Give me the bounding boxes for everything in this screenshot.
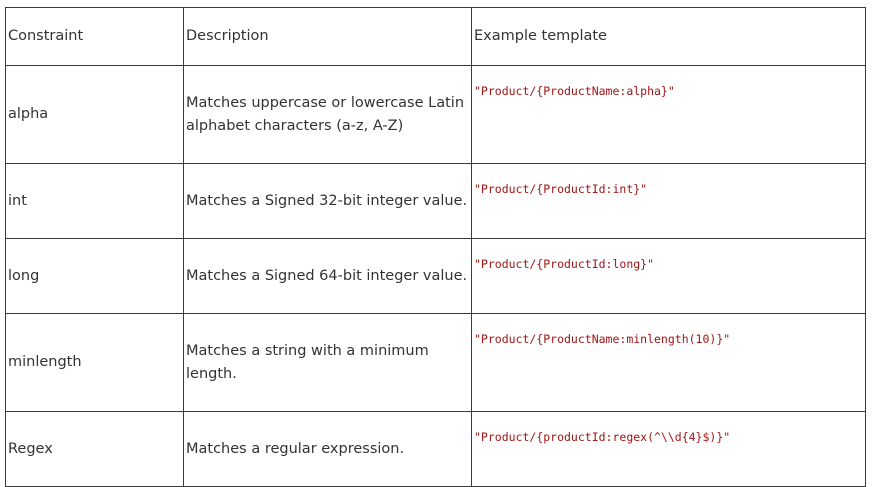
constraint-cell: long (5, 238, 184, 314)
description-cell: Matches a regular expression. (183, 411, 472, 487)
example-template-cell: "Product/{ProductName:minlength(10)}" (471, 313, 866, 412)
header-constraint: Constraint (5, 7, 184, 66)
constraint-cell: int (5, 163, 184, 239)
table-row: long Matches a Signed 64-bit integer val… (5, 238, 866, 314)
table-row: alpha Matches uppercase or lowercase Lat… (5, 65, 866, 164)
constraint-cell: Regex (5, 411, 184, 487)
description-cell: Matches a Signed 32-bit integer value. (183, 163, 472, 239)
route-constraints-table: Constraint Description Example template … (5, 7, 866, 487)
table-row: int Matches a Signed 32-bit integer valu… (5, 163, 866, 239)
description-cell: Matches a Signed 64-bit integer value. (183, 238, 472, 314)
header-example-template: Example template (471, 7, 866, 66)
constraint-cell: minlength (5, 313, 184, 412)
example-template-cell: "Product/{ProductId:int}" (471, 163, 866, 239)
table-row: minlength Matches a string with a minimu… (5, 313, 866, 412)
constraint-cell: alpha (5, 65, 184, 164)
table-header-row: Constraint Description Example template (5, 7, 866, 66)
header-description: Description (183, 7, 472, 66)
description-cell: Matches uppercase or lowercase Latin alp… (183, 65, 472, 164)
description-cell: Matches a string with a minimum length. (183, 313, 472, 412)
example-template-cell: "Product/{productId:regex(^\\d{4}$)}" (471, 411, 866, 487)
example-template-cell: "Product/{ProductName:alpha}" (471, 65, 866, 164)
example-template-cell: "Product/{ProductId:long}" (471, 238, 866, 314)
table-row: Regex Matches a regular expression. "Pro… (5, 411, 866, 487)
